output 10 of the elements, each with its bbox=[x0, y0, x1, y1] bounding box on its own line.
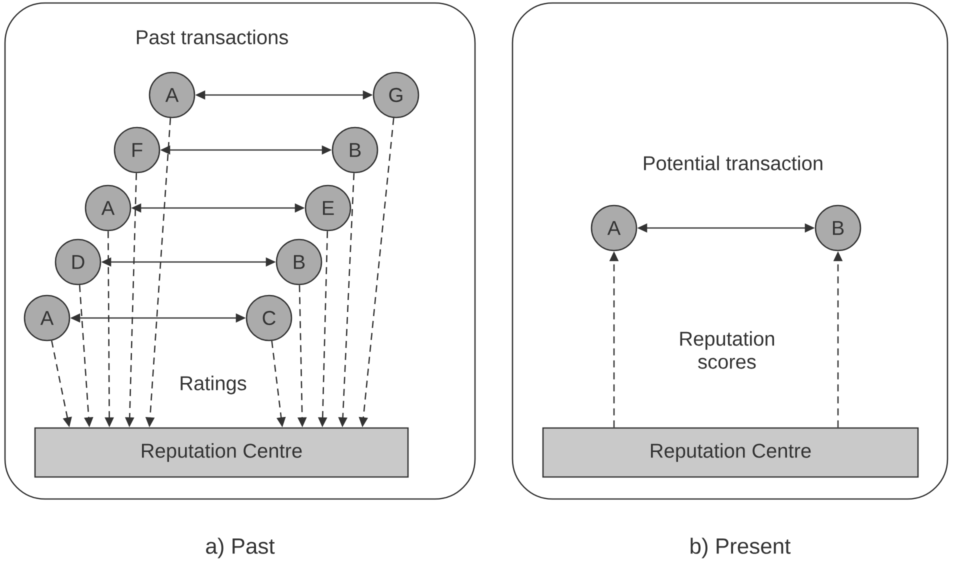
panel-label: b) Present bbox=[690, 538, 791, 558]
heading: Potential transaction bbox=[644, 156, 822, 170]
heading: Past transactions bbox=[136, 30, 288, 44]
label-text: Reputation scores bbox=[680, 331, 774, 369]
panel bbox=[512, 2, 948, 500]
panel-label: a) Past bbox=[206, 538, 275, 558]
panel bbox=[4, 2, 476, 500]
reputation-box: Reputation Centre bbox=[542, 427, 919, 478]
label-text: Ratings bbox=[180, 376, 246, 394]
reputation-box: Reputation Centre bbox=[34, 427, 409, 478]
